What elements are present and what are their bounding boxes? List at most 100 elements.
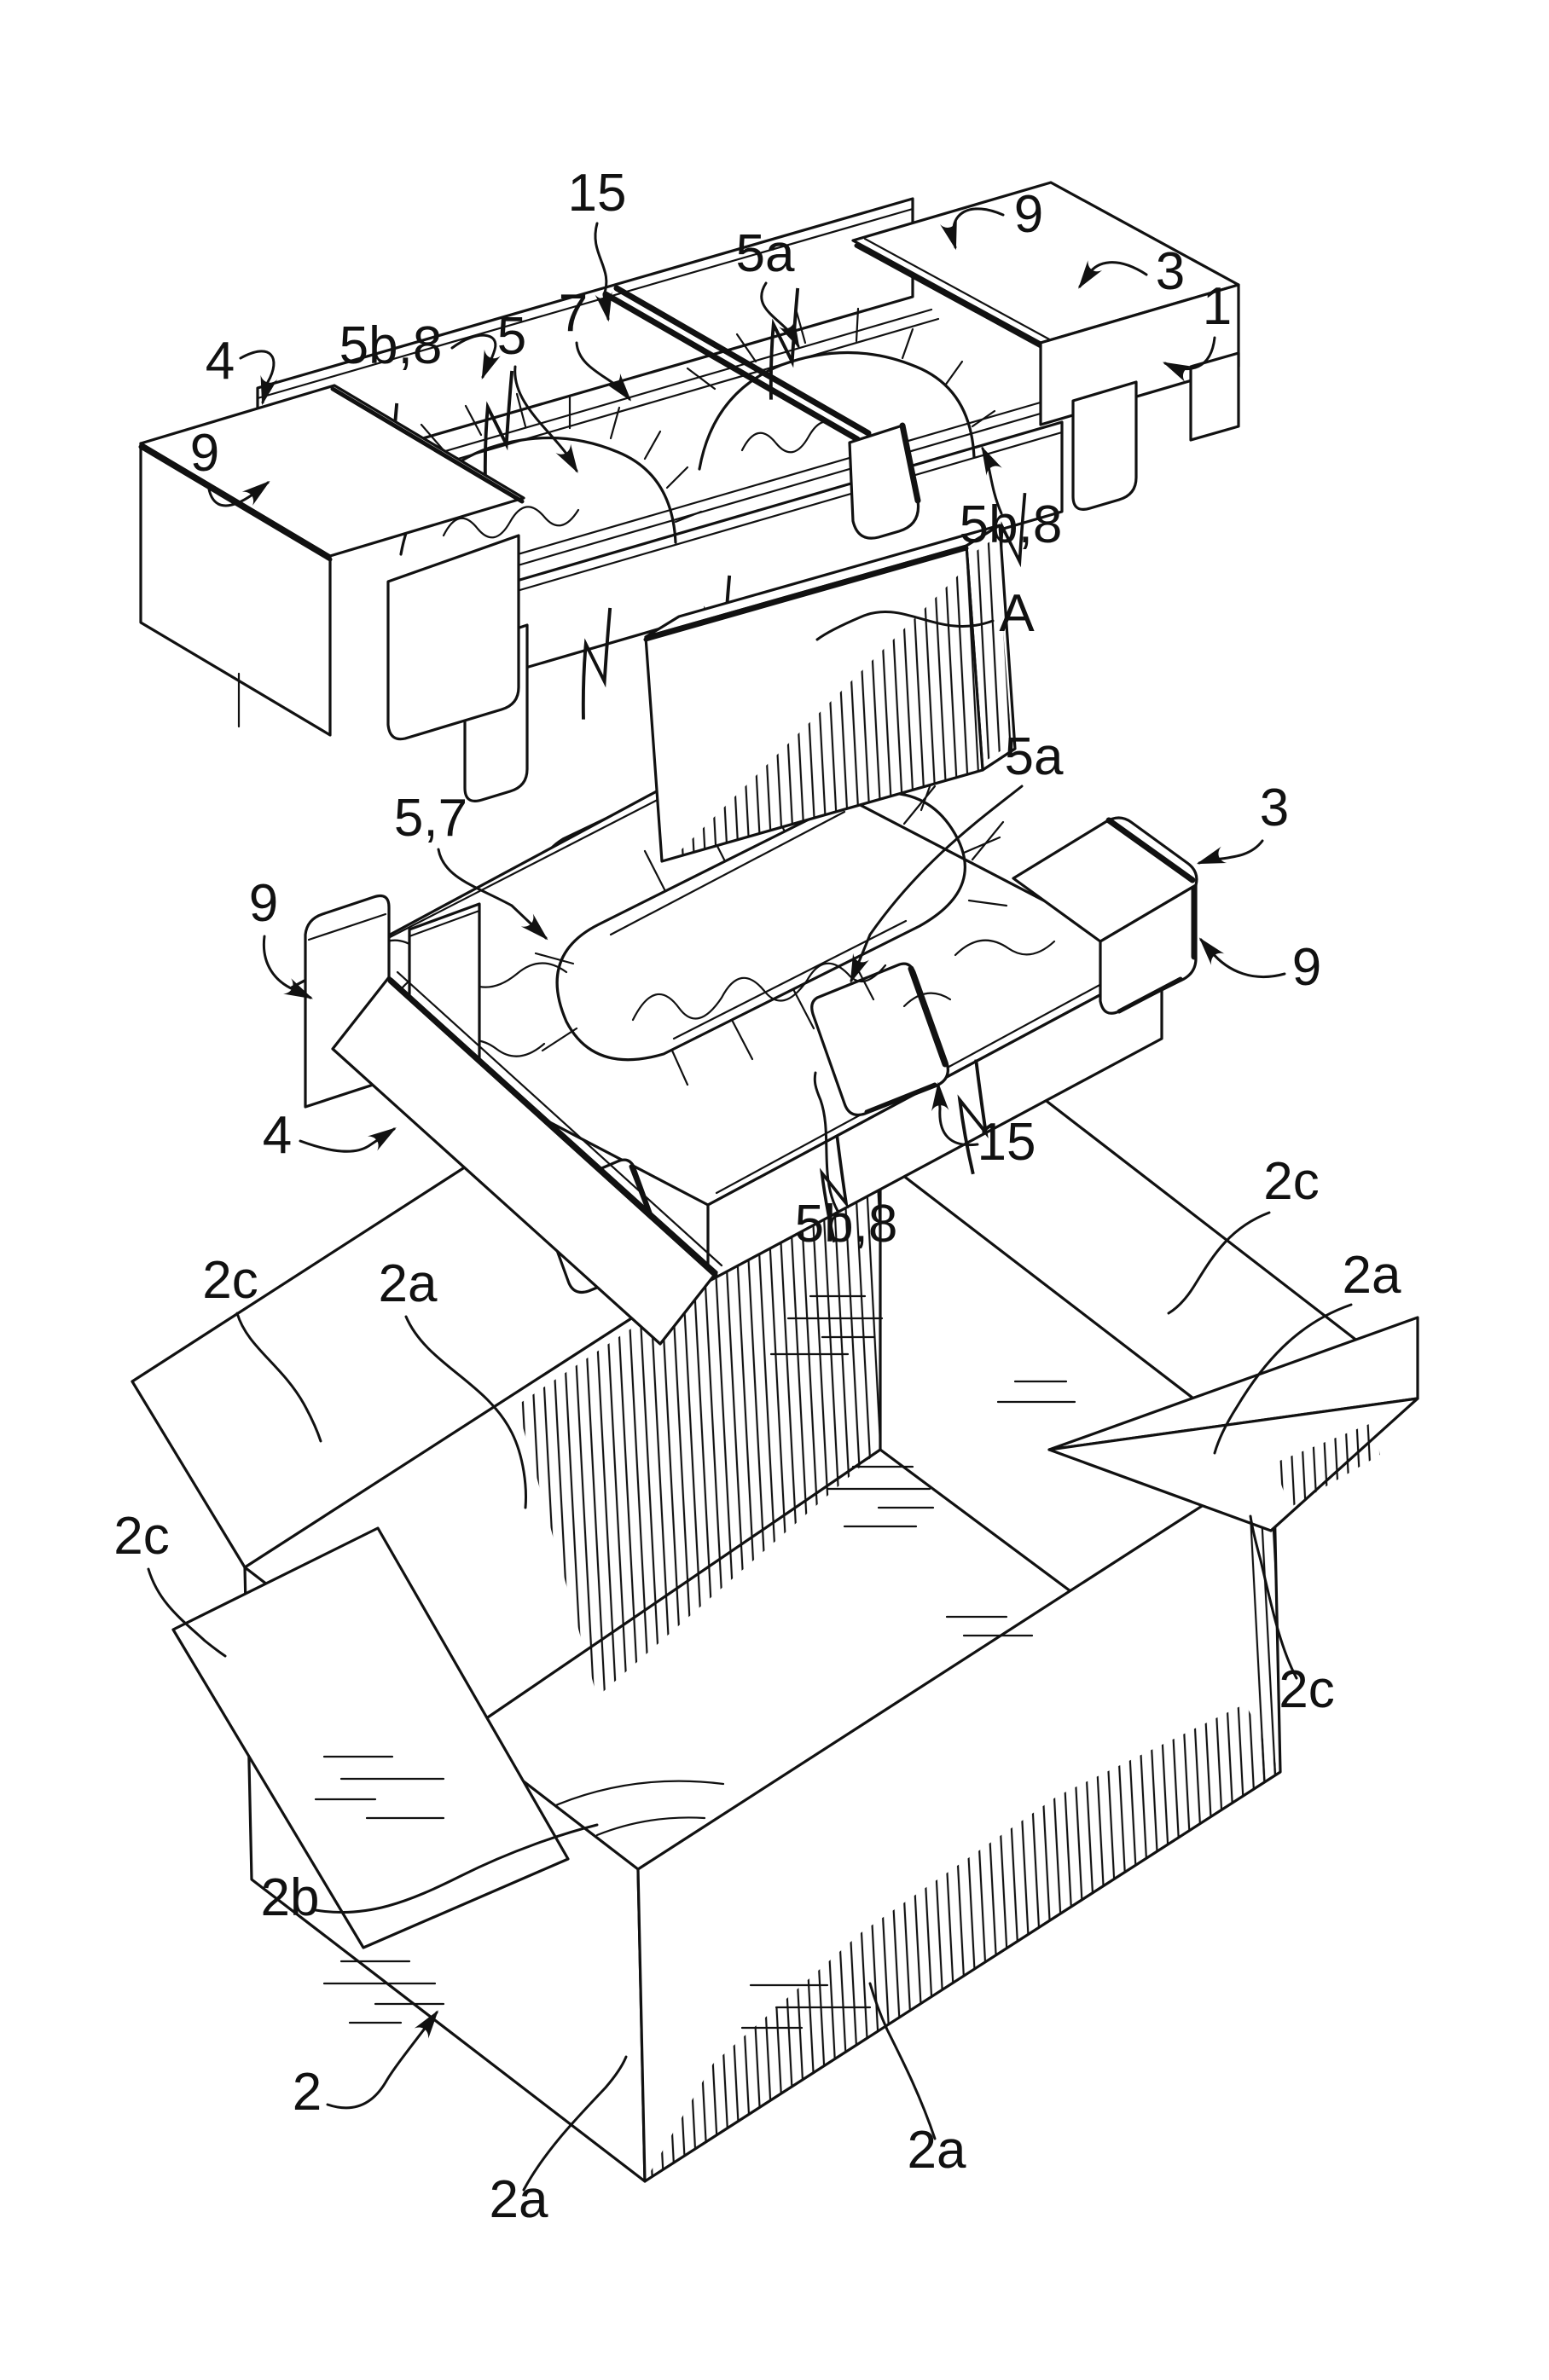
ref-label-1: 1 (1203, 277, 1232, 336)
leader-A (815, 611, 995, 641)
leader-2a-top-right (1213, 1303, 1353, 1455)
leader-1 (1162, 336, 1216, 383)
leader-2b (314, 1823, 599, 1914)
leader-5a-top (760, 281, 800, 350)
ref-label-15-mid: 15 (978, 1113, 1036, 1172)
ref-label-5b8-top-left: 5b,8 (339, 316, 443, 375)
ref-label-2a-top-right: 2a (1343, 1246, 1401, 1305)
ref-label-5a-top: 5a (736, 224, 795, 283)
leader-2c-top-left (235, 1312, 322, 1443)
ref-label-5b8-mid: 5b,8 (795, 1195, 898, 1254)
box-flap-front-right-hatch (1273, 1422, 1380, 1508)
top-divider-2 (613, 285, 872, 437)
leader-57-mid (437, 848, 548, 941)
leader-5b8-top-left (450, 333, 501, 380)
leader-5a-mid (850, 785, 1024, 984)
ref-label-2a-top-left: 2a (379, 1254, 438, 1313)
leader-2a-top-left (404, 1315, 527, 1509)
mid-left-cap-dbl (396, 970, 723, 1267)
leader-4-top (239, 350, 278, 406)
leader-5b8-mid (813, 1071, 839, 1213)
leader-15-top (594, 222, 612, 322)
mid-cutout-inner-2 (609, 810, 846, 936)
top-floor-fold-2 (463, 398, 1057, 581)
ref-label-57-mid: 5,7 (394, 789, 467, 848)
mid-relief-4 (954, 939, 1056, 957)
ref-label-3-top: 3 (1156, 242, 1185, 301)
mid-flap-15-heavy (908, 965, 949, 1068)
leader-2c-left (147, 1567, 227, 1658)
mid-cutout-squiggle (631, 962, 887, 1022)
top-divider-tab-heavy (899, 422, 921, 504)
ref-label-5: 5 (497, 307, 526, 366)
ref-label-9-top-left: 9 (190, 424, 219, 483)
dash-cluster-left-face-1 (314, 1755, 445, 1820)
ref-label-2b: 2b (261, 1868, 320, 1927)
leader-2c-top-right (1167, 1211, 1271, 1315)
mid-left-cap-heavy (387, 977, 718, 1277)
leader-lines (147, 207, 1353, 2192)
box-bottom-flap-edge (544, 1780, 725, 1811)
ref-label-2a-bottom-right: 2a (908, 2121, 966, 2180)
ref-label-9-top-right: 9 (1014, 185, 1043, 244)
leader-4-mid (299, 1127, 397, 1153)
leader-2a-bottom-left (522, 2055, 628, 2192)
leader-5b8-top-right (981, 445, 1003, 515)
ref-label-2c-top-left: 2c (202, 1251, 258, 1310)
leader-3-mid (1196, 839, 1264, 865)
dash-cluster-inner-right-2 (826, 1465, 935, 1528)
ref-label-15-top: 15 (568, 164, 627, 223)
leader-3-top (1078, 260, 1148, 289)
ref-label-9-mid-right: 9 (1292, 938, 1321, 997)
top-divider-tab (848, 424, 920, 540)
mid-flap-15-heavy2 (864, 1082, 937, 1115)
ref-label-5b8-top-right: 5b,8 (960, 495, 1063, 554)
ref-label-4-mid: 4 (263, 1106, 292, 1165)
leader-2c-right (1249, 1514, 1298, 1680)
mid-near-wall (706, 960, 1163, 1283)
dash-cluster-left-face-2 (322, 1960, 445, 2024)
ref-label-2c-top-right: 2c (1263, 1152, 1319, 1211)
mid-right-cap-heavy-top (1105, 817, 1196, 883)
box-flap-front-left (171, 1526, 570, 1949)
leader-9-mid-left (262, 935, 314, 999)
ref-label-A: A (999, 584, 1035, 643)
ref-label-5a-mid: 5a (1005, 727, 1064, 786)
top-insert-assembly (138, 181, 1240, 863)
ref-label-2c-left: 2c (113, 1507, 169, 1566)
ref-label-2: 2 (293, 2063, 322, 2122)
ref-label-2c-right: 2c (1279, 1660, 1334, 1719)
dash-cluster-floor (945, 1615, 1034, 1637)
leader-9-mid-right (1198, 937, 1286, 978)
top-near-wall-dbl (489, 431, 1064, 600)
dash-cluster-right-face (740, 1983, 872, 2030)
mid-left-cap-plate-dbl (307, 912, 387, 941)
top-far-wall-dbl (256, 207, 914, 400)
box-bottom-flap-edge2 (595, 1816, 706, 1837)
leader-5 (513, 365, 578, 473)
box-front-right-hatch (645, 1704, 1280, 2181)
leader-2 (326, 2010, 439, 2110)
box-inner-floor-edge-left (476, 1448, 882, 1726)
leader-9-top-left (206, 480, 270, 507)
ref-label-3-mid: 3 (1260, 779, 1289, 837)
mid-left-end-plate-dbl (408, 909, 481, 938)
leader-15-mid (931, 1081, 979, 1147)
product-A (643, 524, 1017, 863)
ref-label-4-top: 4 (206, 332, 235, 391)
leader-7 (575, 341, 632, 402)
ref-label-7: 7 (559, 284, 588, 343)
mid-right-cap-heavy-bottom (1117, 976, 1183, 1014)
leader-9-top-right (940, 207, 1005, 251)
dash-cluster-inner-right-3 (996, 1380, 1076, 1404)
leader-2a-bottom-right (868, 1982, 937, 2140)
corrugated-box (131, 970, 1419, 2183)
ref-label-2a-bottom-left: 2a (490, 2170, 548, 2229)
top-right-cap (851, 181, 1240, 511)
mid-relief-5 (902, 992, 952, 1008)
ref-label-9-mid-left: 9 (249, 874, 278, 933)
middle-insert-assembly (290, 743, 1198, 1346)
